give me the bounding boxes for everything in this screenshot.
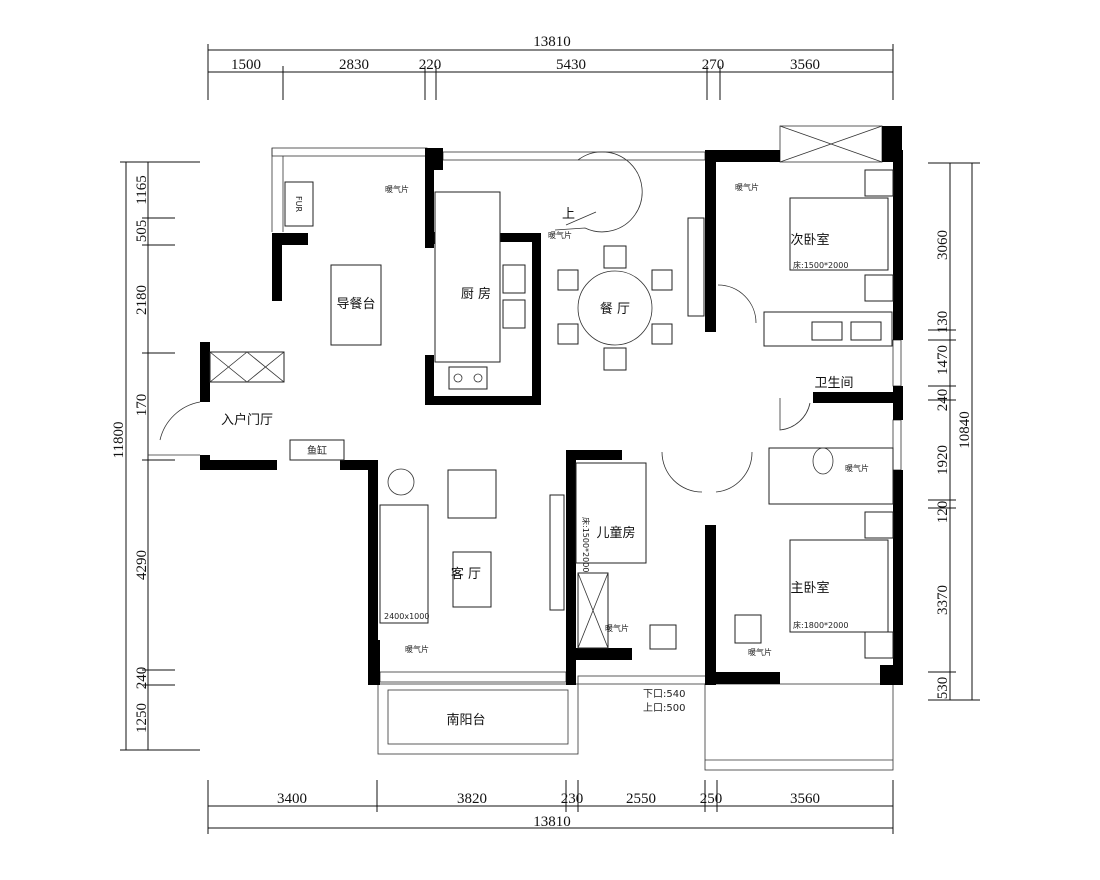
armchair <box>447 469 497 519</box>
dim-right: 120 <box>935 501 951 524</box>
svg-text:暖气片: 暖气片 <box>385 184 409 194</box>
walls <box>200 126 903 685</box>
left-dimensions: 1165 505 2180 170 4290 240 1250 11800 <box>111 161 200 751</box>
fridge-label: FUR <box>294 196 303 212</box>
room-dining: 餐 厅 <box>600 301 630 317</box>
svg-text:暖气片: 暖气片 <box>405 644 429 654</box>
dim-top: 1500 <box>231 57 261 73</box>
dining-bar <box>330 264 382 346</box>
room-dining-bar: 导餐台 <box>336 296 375 312</box>
toilet <box>812 447 834 475</box>
room-south-balcony: 南阳台 <box>446 712 485 728</box>
dim-left: 1165 <box>134 175 150 204</box>
fish-tank <box>289 439 345 461</box>
dim-left: 2180 <box>134 285 150 315</box>
dim-top: 2830 <box>339 57 369 73</box>
upper-opening: 上口:500 <box>643 702 685 714</box>
cabinet <box>687 217 705 317</box>
lower-opening: 下口:540 <box>643 689 685 700</box>
spiral-stairs <box>554 151 643 233</box>
fridge <box>284 181 314 227</box>
dim-top: 3560 <box>790 57 820 73</box>
dim-bottom: 3820 <box>457 791 487 807</box>
dim-right: 1920 <box>935 445 951 475</box>
dim-bottom: 2550 <box>626 791 656 807</box>
dim-left: 1250 <box>134 703 150 733</box>
dim-left: 240 <box>134 667 150 690</box>
right-dimensions: 3060 130 1470 240 1920 120 3370 530 1084… <box>928 162 980 701</box>
room-kitchen: 厨 房 <box>461 286 491 302</box>
bed-size-second: 床:1500*2000 <box>793 260 848 270</box>
sofa <box>379 504 429 624</box>
room-second-bedroom: 次卧室 <box>790 232 829 248</box>
dim-right: 240 <box>935 389 951 412</box>
dim-top: 270 <box>702 57 725 73</box>
radiator-notes: 暖气片 暖气片 暖气片 暖气片 暖气片 暖气片 暖气片 <box>385 182 869 657</box>
dim-left: 170 <box>134 394 150 417</box>
room-bathroom: 卫生间 <box>814 376 853 391</box>
bathroom-fixtures <box>768 447 894 505</box>
kids-bed <box>575 462 647 564</box>
dim-right: 3370 <box>935 585 951 615</box>
kitchen-counter <box>434 191 501 363</box>
dim-bottom-total: 13810 <box>533 814 571 830</box>
room-entrance: 入户门厅 <box>221 412 273 428</box>
svg-text:暖气片: 暖气片 <box>605 623 629 633</box>
tv-stand <box>549 494 565 611</box>
dim-left: 505 <box>134 220 150 243</box>
dim-top: 220 <box>419 57 442 73</box>
dim-left: 4290 <box>134 550 150 580</box>
top-dimensions: 13810 1500 2830 220 5430 270 3560 <box>207 34 894 100</box>
fish-tank-label: 鱼缸 <box>307 444 327 457</box>
entry-door <box>159 401 201 441</box>
dim-top: 5430 <box>556 57 586 73</box>
room-labels: 导餐台 厨 房 餐 厅 次卧室 卫生间 儿童房 客 厅 主卧室 入户门厅 南阳台… <box>159 232 854 728</box>
dining-table <box>577 270 653 346</box>
dim-right-total: 10840 <box>957 411 973 449</box>
sofa-size: 2400x1000 <box>384 612 429 621</box>
dim-left-total: 11800 <box>111 422 127 459</box>
stove <box>448 366 488 390</box>
bottom-dimensions: 3400 3820 230 2550 250 3560 13810 <box>207 780 894 834</box>
room-living: 客 厅 <box>451 566 481 582</box>
dim-bottom: 230 <box>561 791 584 807</box>
dim-bottom: 3560 <box>790 791 820 807</box>
bed-size-kids: 床:1500*2000 <box>581 517 591 572</box>
svg-text:暖气片: 暖气片 <box>748 647 772 657</box>
dim-right: 1470 <box>935 345 951 375</box>
room-kids: 儿童房 <box>596 525 635 541</box>
dim-bottom: 250 <box>700 791 723 807</box>
dim-bottom: 3400 <box>277 791 307 807</box>
coffee-table <box>452 551 492 608</box>
dim-right: 530 <box>935 677 951 700</box>
second-bed <box>789 197 889 271</box>
room-master-bedroom: 主卧室 <box>790 580 829 596</box>
dim-top-total: 13810 <box>533 34 571 50</box>
svg-text:暖气片: 暖气片 <box>735 182 759 192</box>
svg-text:暖气片: 暖气片 <box>548 230 572 240</box>
bed-size-master: 床:1800*2000 <box>793 620 848 630</box>
dim-right: 130 <box>935 311 951 334</box>
master-bed <box>789 539 889 633</box>
svg-text:暖气片: 暖气片 <box>845 463 869 473</box>
furniture: FUR 鱼缸 上 床:1500*2000 床:1500*2000 <box>209 151 894 659</box>
dim-right: 3060 <box>935 230 951 260</box>
stairs-up-label: 上 <box>562 207 575 222</box>
